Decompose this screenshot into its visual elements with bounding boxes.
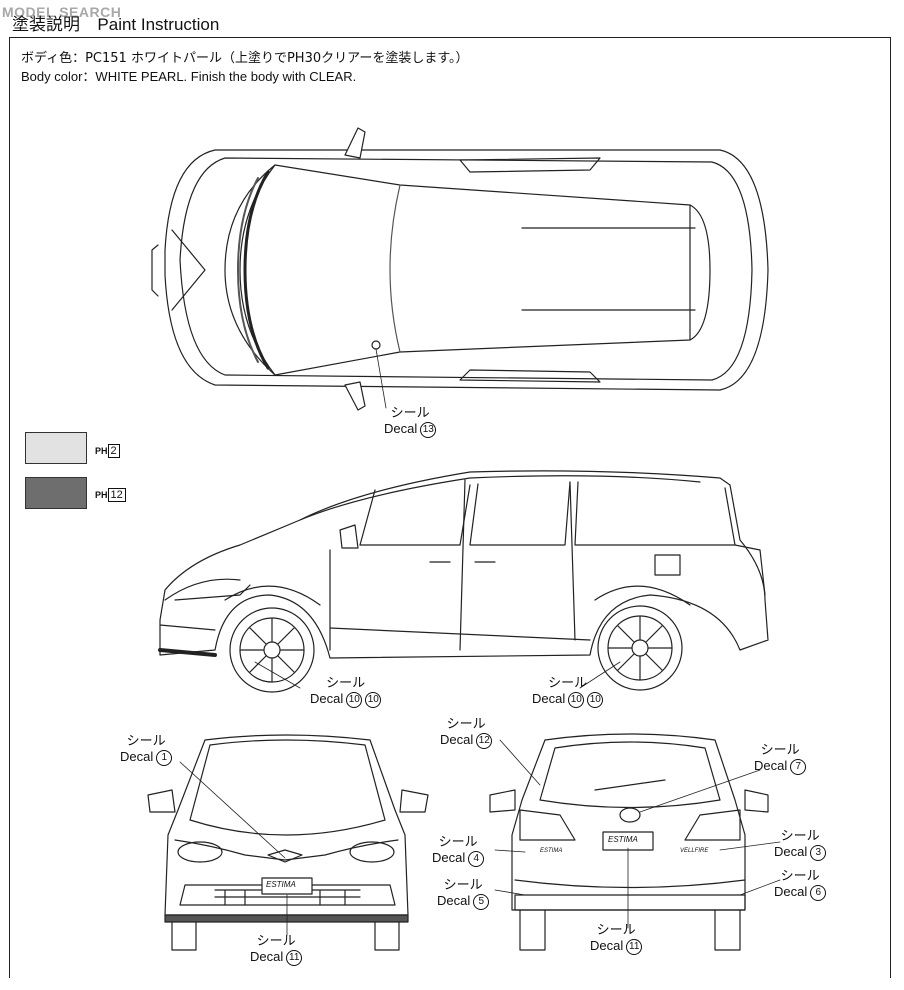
- callout-en: Decal: [437, 893, 471, 908]
- front-view-car: [147, 734, 429, 951]
- callout-en: Decal: [310, 691, 344, 706]
- page-title: 塗装説明 Paint Instruction: [12, 10, 219, 35]
- callout-number: 11: [286, 949, 303, 966]
- callout-en: Decal: [440, 732, 474, 747]
- rear-left-badge: ESTIMA: [540, 848, 563, 854]
- callout-jp: シール: [780, 828, 820, 843]
- callout-en: Decal: [432, 850, 466, 865]
- callout-jp: シール: [548, 675, 588, 690]
- swatch-code: 12: [107, 488, 126, 502]
- callout-jp: シール: [438, 834, 478, 849]
- callout-en: Decal: [120, 749, 154, 764]
- callout-number: 4: [468, 850, 485, 867]
- callout-jp: シール: [256, 933, 296, 948]
- callout-number: 3: [810, 844, 827, 861]
- callout-number: 10: [587, 691, 604, 708]
- callout-en: Decal: [532, 691, 566, 706]
- swatch-prefix: PH: [95, 446, 108, 456]
- callout-jp: シール: [443, 877, 483, 892]
- callout-en: Decal: [774, 844, 808, 859]
- watermark: MODEL SEARCH: [2, 4, 122, 20]
- callout-en: Decal: [384, 421, 418, 436]
- content-frame: [9, 37, 891, 978]
- callout-number: 10: [365, 691, 382, 708]
- callout-number: 13: [420, 421, 437, 438]
- body-color-en: Body color：WHITE PEARL. Finish the body …: [21, 69, 357, 84]
- callout-jp: シール: [446, 716, 486, 731]
- callout-en: Decal: [250, 949, 284, 964]
- callout-number: 10: [346, 691, 363, 708]
- swatch-dark-gray: [25, 477, 87, 509]
- callout-number: 7: [790, 758, 807, 775]
- page-title-en: Paint Instruction: [97, 15, 220, 34]
- rear-view-car: [489, 733, 781, 951]
- rear-plate-badge: ESTIMA: [608, 835, 638, 844]
- callout-jp: シール: [390, 405, 430, 420]
- callout-number: 11: [626, 938, 643, 955]
- callout-number: 6: [810, 884, 827, 901]
- callout-jp: シール: [596, 922, 636, 937]
- callout-number: 10: [568, 691, 585, 708]
- callout-en: Decal: [754, 758, 788, 773]
- swatch-code: 2: [107, 444, 120, 458]
- front-plate-badge: ESTIMA: [266, 880, 296, 889]
- body-color-jp: ボディ色：PC151 ホワイトパール（上塗りでPH30クリアーを塗装します。）: [21, 51, 469, 66]
- callout-number: 5: [473, 893, 490, 910]
- page-title-jp: 塗装説明: [12, 15, 80, 35]
- swatch-prefix: PH: [95, 490, 108, 500]
- callout-jp: シール: [326, 675, 366, 690]
- callout-number: 1: [156, 749, 173, 766]
- top-view-car: [151, 127, 769, 411]
- rear-right-badge: VELLFIRE: [680, 848, 709, 854]
- callout-jp: シール: [760, 742, 800, 757]
- callout-en: Decal: [774, 884, 808, 899]
- callout-jp: シール: [126, 733, 166, 748]
- side-view-car: [158, 470, 769, 693]
- callout-jp: シール: [780, 868, 820, 883]
- callout-en: Decal: [590, 938, 624, 953]
- callout-number: 12: [476, 732, 493, 749]
- swatch-light-gray: [25, 432, 87, 464]
